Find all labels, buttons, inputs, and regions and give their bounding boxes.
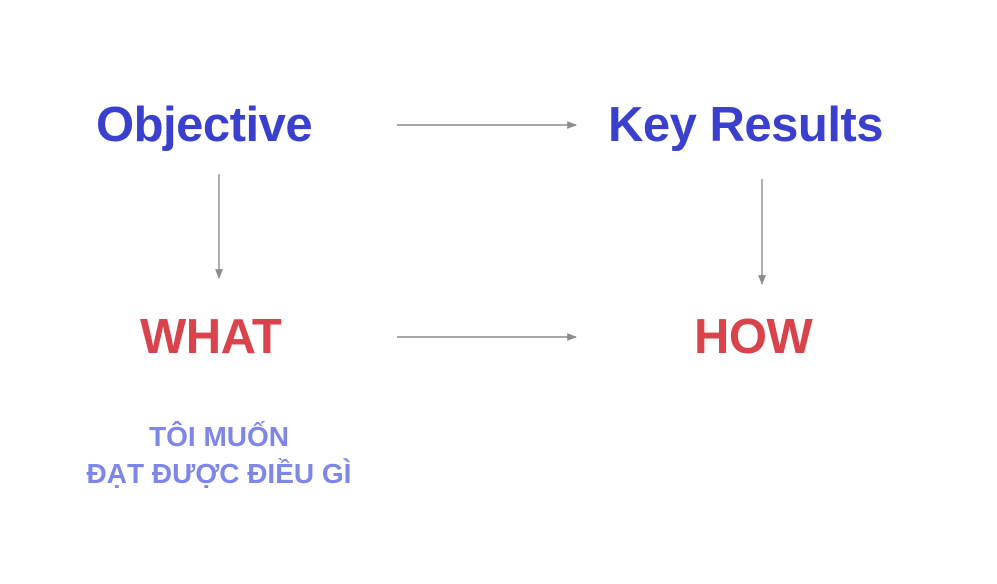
what-label: WHAT: [140, 310, 282, 364]
key-results-label: Key Results: [608, 98, 884, 152]
objective-label: Objective: [96, 98, 313, 152]
what-description: TÔI MUỐN ĐẠT ĐƯỢC ĐIỀU GÌ: [60, 418, 378, 492]
how-label: HOW: [694, 310, 813, 364]
what-description-line-2: ĐẠT ĐƯỢC ĐIỀU GÌ: [86, 458, 352, 489]
what-description-line-1: TÔI MUỐN: [149, 421, 289, 452]
